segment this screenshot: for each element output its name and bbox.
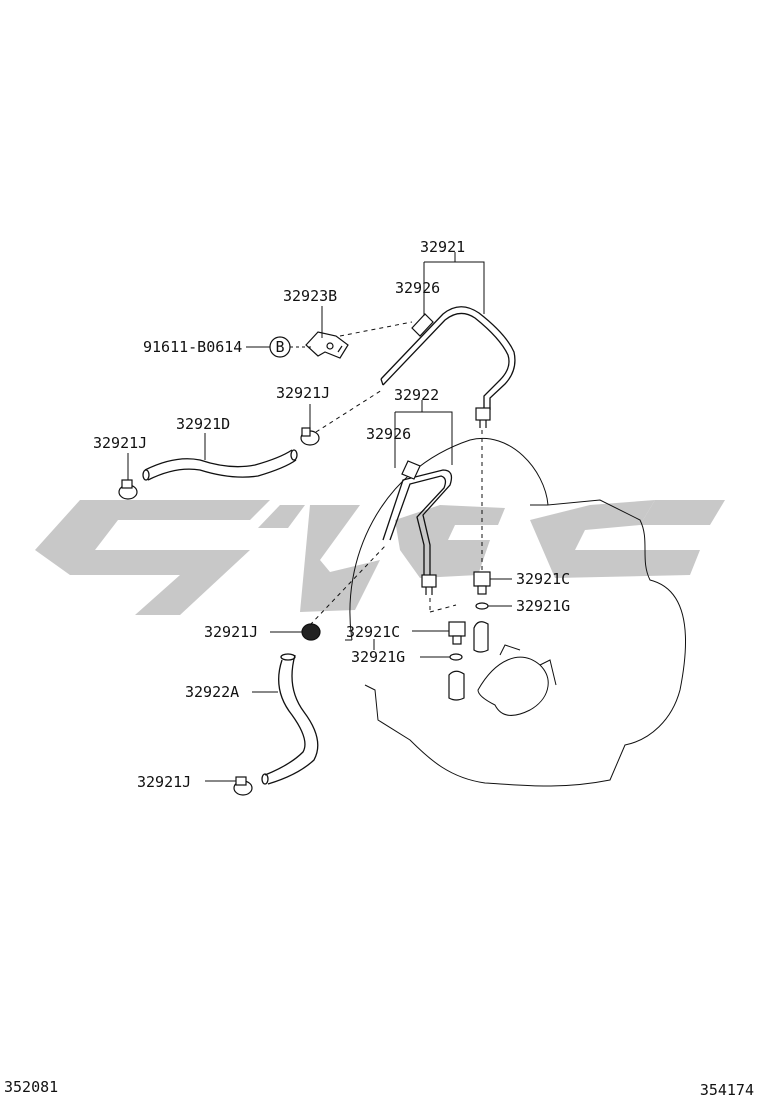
label-32922: 32922 — [394, 386, 439, 404]
bubble-label: B — [275, 338, 284, 356]
pipe-32921 — [380, 306, 516, 410]
pipe-32922 — [382, 469, 453, 575]
label-32921g-right: 32921G — [516, 597, 570, 615]
label-32921d: 32921D — [176, 415, 230, 433]
label-32921j-upper: 32921J — [276, 384, 330, 402]
connector-32921c — [448, 571, 491, 645]
label-32921j-bottom: 32921J — [137, 773, 191, 791]
pipe-32922-fitting — [421, 574, 437, 595]
label-32926-lower: 32926 — [366, 425, 411, 443]
label-32921c-center: 32921C — [346, 623, 400, 641]
leader-lines — [127, 252, 512, 782]
clamp-32921j — [118, 427, 321, 796]
label-91611-b0614: 91611-B0614 — [143, 338, 242, 356]
pipe-32922-sleeve — [401, 460, 421, 480]
label-32921: 32921 — [420, 238, 465, 256]
label-32922a: 32922A — [185, 683, 239, 701]
diagram-code-right: 354174 — [699, 1081, 754, 1099]
hose-32921d — [142, 449, 298, 481]
label-32926-upper: 32926 — [395, 279, 440, 297]
reference-bubble-b: B — [269, 336, 291, 358]
diagram-code-left: 352081 — [4, 1078, 59, 1096]
bracket-32923b — [305, 331, 349, 359]
label-32921j-left: 32921J — [93, 434, 147, 452]
label-32921j-middle: 32921J — [204, 623, 258, 641]
label-32923b: 32923B — [283, 287, 337, 305]
assembly-dashed-lines — [309, 321, 483, 626]
label-32921c-right: 32921C — [516, 570, 570, 588]
hose-32922a — [261, 653, 319, 785]
watermark-logo — [35, 500, 725, 615]
pipe-32921-sleeve — [411, 313, 434, 337]
label-32921g-center: 32921G — [351, 648, 405, 666]
engine-block-outline — [345, 438, 687, 787]
engine-ports — [448, 621, 489, 701]
pipe-32921-fitting — [475, 407, 491, 428]
